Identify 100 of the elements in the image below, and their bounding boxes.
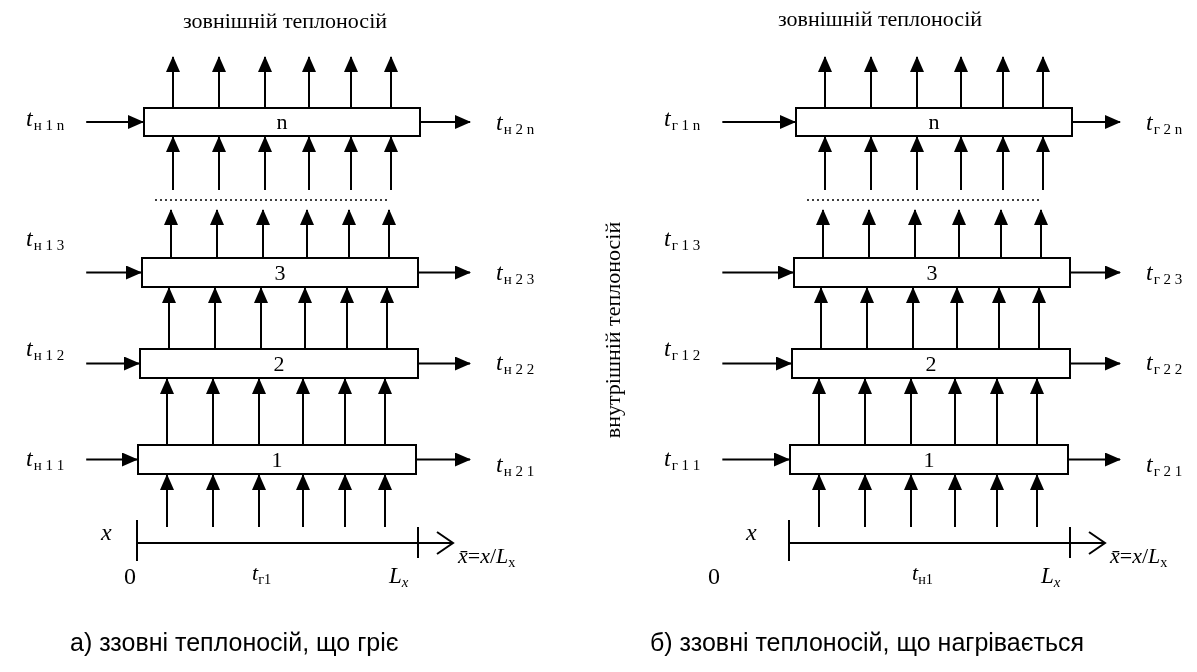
heading-label: зовнішній теплоносій — [778, 8, 982, 30]
temperature-label: t$_{г 2 2}$ — [1146, 350, 1183, 374]
arrow — [164, 209, 178, 258]
arrow — [340, 287, 354, 349]
arrow — [910, 136, 924, 191]
channel-box: 1 — [789, 444, 1069, 475]
temperature-label: t$_{г 1 2}$ — [664, 336, 701, 360]
temperature-label: t$_{н 1 3}$ — [26, 226, 65, 250]
arrow — [252, 378, 266, 445]
arrow — [814, 287, 828, 349]
arrow — [860, 287, 874, 349]
arrow — [994, 209, 1008, 258]
arrow — [212, 56, 226, 108]
arrow — [342, 209, 356, 258]
side-label: внутрішній теплоносій — [602, 221, 624, 439]
temperature-label: t$_{н 1 2}$ — [26, 336, 65, 360]
arrow — [996, 56, 1010, 108]
arrow — [904, 474, 918, 528]
axis-label: x — [101, 520, 112, 544]
axis-label: 0 — [708, 564, 720, 588]
arrow — [858, 474, 872, 528]
arrow — [858, 378, 872, 445]
channel-box: n — [795, 107, 1073, 137]
arrow — [380, 287, 394, 349]
arrow — [948, 378, 962, 445]
arrow — [298, 287, 312, 349]
arrow — [85, 356, 140, 371]
arrow — [344, 136, 358, 191]
arrow — [302, 56, 316, 108]
arrow — [85, 115, 144, 129]
arrow — [954, 136, 968, 191]
temperature-label: t$_{н 2 1}$ — [496, 452, 535, 476]
arrow — [416, 452, 471, 467]
arrow — [252, 474, 266, 528]
arrow — [1034, 209, 1048, 258]
arrow — [864, 56, 878, 108]
arrow — [1032, 287, 1046, 349]
axis-label: 0 — [124, 564, 136, 588]
arrow — [420, 115, 471, 129]
axis-label: L$_{x}$ — [389, 564, 409, 587]
temperature-label: t$_{г 1 3}$ — [664, 226, 701, 250]
temperature-label: t$_{н 1 n}$ — [26, 106, 65, 130]
axis-label: t$_{н1}$ — [912, 562, 933, 584]
arrow — [85, 265, 142, 280]
arrow — [166, 56, 180, 108]
arrow — [952, 209, 966, 258]
temperature-label: t$_{н 2 2}$ — [496, 350, 535, 374]
arrow — [258, 56, 272, 108]
arrow — [906, 287, 920, 349]
arrow — [948, 474, 962, 528]
arrow — [378, 474, 392, 528]
axis-label: L$_{x}$ — [1041, 564, 1061, 587]
arrow — [990, 378, 1004, 445]
arrow — [384, 136, 398, 191]
channel-box: n — [143, 107, 421, 137]
arrow — [812, 378, 826, 445]
arrow — [418, 265, 471, 280]
arrow — [344, 56, 358, 108]
arrow — [296, 378, 310, 445]
arrow — [1070, 356, 1121, 371]
temperature-label: t$_{г 2 n}$ — [1146, 110, 1183, 134]
channel-box: 3 — [793, 257, 1071, 288]
arrow — [212, 136, 226, 191]
channel-box: 2 — [791, 348, 1071, 379]
arrow — [908, 209, 922, 258]
arrow — [950, 287, 964, 349]
arrow — [300, 209, 314, 258]
axis-label: x — [746, 520, 757, 544]
temperature-label: t$_{н 1 1}$ — [26, 446, 65, 470]
temperature-label: t$_{н 2 3}$ — [496, 260, 535, 284]
temperature-label: t$_{н 2 n}$ — [496, 110, 535, 134]
arrow — [1068, 452, 1121, 467]
arrow — [864, 136, 878, 191]
arrow — [818, 136, 832, 191]
arrow — [338, 474, 352, 528]
arrow — [160, 378, 174, 445]
caption: б) ззовні теплоносій, що нагрівається — [650, 630, 1085, 655]
channel-box: 3 — [141, 257, 419, 288]
arrow — [378, 378, 392, 445]
arrow — [254, 287, 268, 349]
axis-label: x̄=x/L$_{x}$ — [1110, 545, 1168, 567]
arrow — [721, 452, 790, 467]
arrow — [206, 378, 220, 445]
arrow — [1030, 474, 1044, 528]
axis-label: x̄=x/L$_{x}$ — [458, 545, 516, 567]
channel-box: 1 — [137, 444, 417, 475]
arrow — [258, 136, 272, 191]
arrow — [721, 356, 792, 371]
temperature-label: t$_{г 1 1}$ — [664, 446, 701, 470]
arrow — [382, 209, 396, 258]
channel-box: 2 — [139, 348, 419, 379]
arrow — [160, 474, 174, 528]
arrow — [1036, 136, 1050, 191]
axis-label: t$_{г1}$ — [252, 562, 272, 584]
arrow — [904, 378, 918, 445]
arrow — [296, 474, 310, 528]
heading-label: зовнішній теплоносій — [183, 10, 387, 32]
arrow — [990, 474, 1004, 528]
arrow — [166, 136, 180, 191]
arrow — [1070, 265, 1121, 280]
